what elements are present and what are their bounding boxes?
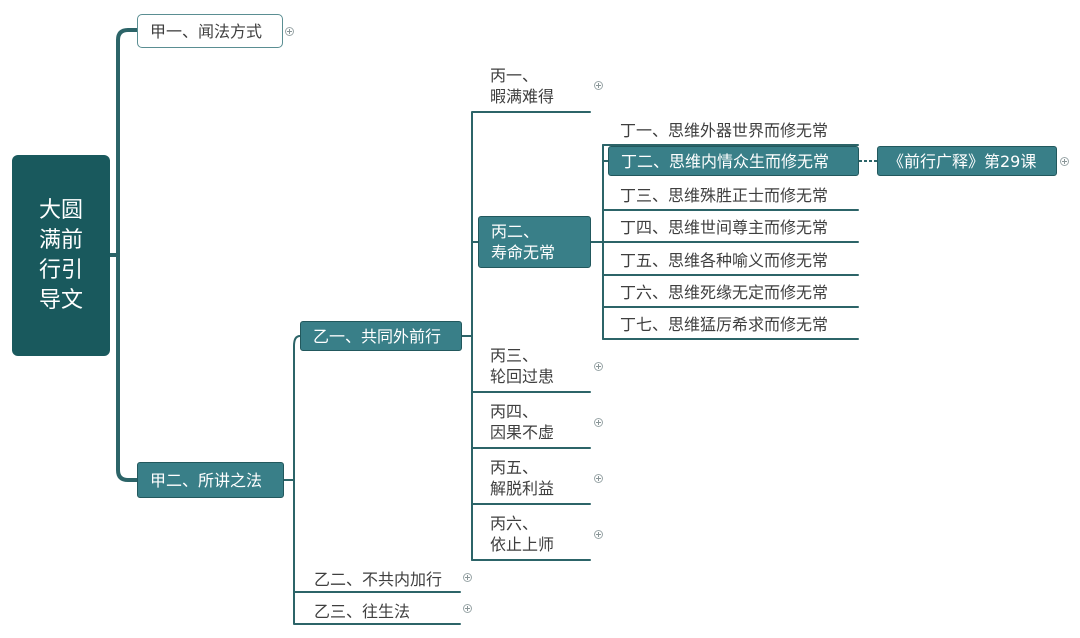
node-ding7-label: 丁七、思维猛厉希求而修无常 xyxy=(620,314,829,334)
node-bing4-label: 丙四、 因果不虚 xyxy=(490,402,555,442)
node-ding4-label: 丁四、思维世间尊主而修无常 xyxy=(620,217,829,237)
node-bing2-label: 丙二、 寿命无常 xyxy=(491,222,556,262)
node-yi3-label: 乙三、往生法 xyxy=(314,601,411,621)
node-yi2[interactable]: 乙二、不共内加行 xyxy=(306,566,458,592)
node-ding4[interactable]: 丁四、思维世间尊主而修无常 xyxy=(612,214,857,240)
node-jia2-label: 甲二、所讲之法 xyxy=(150,470,263,490)
root-node[interactable]: 大圆满前行引导文 xyxy=(12,155,110,356)
node-bing1[interactable]: 丙一、 暇满难得 xyxy=(482,63,582,109)
node-yi2-label: 乙二、不共内加行 xyxy=(314,569,443,589)
node-ding3-label: 丁三、思维殊胜正士而修无常 xyxy=(620,185,829,205)
node-bing6[interactable]: 丙六、 依止上师 xyxy=(482,511,582,557)
connector-root-jia1 xyxy=(108,28,139,257)
plus-circle-icon[interactable] xyxy=(594,474,603,483)
root-label: 大圆满前行引导文 xyxy=(38,197,83,313)
node-bing1-label: 丙一、 暇满难得 xyxy=(490,66,555,106)
node-ding2[interactable]: 丁二、思维内情众生而修无常 xyxy=(608,146,859,176)
connector-root-jia2 xyxy=(116,253,139,482)
node-ding5-label: 丁五、思维各种喻义而修无常 xyxy=(620,250,829,270)
node-bing4[interactable]: 丙四、 因果不虚 xyxy=(482,399,582,445)
plus-circle-icon[interactable] xyxy=(594,418,603,427)
node-ding2-label: 丁二、思维内情众生而修无常 xyxy=(621,151,830,171)
plus-circle-icon[interactable] xyxy=(1060,157,1069,166)
node-jia2[interactable]: 甲二、所讲之法 xyxy=(137,462,284,498)
node-ding1[interactable]: 丁一、思维外器世界而修无常 xyxy=(612,117,857,143)
node-yi1-label: 乙一、共同外前行 xyxy=(313,326,442,346)
node-bing5-label: 丙五、 解脱利益 xyxy=(490,458,555,498)
node-bing5[interactable]: 丙五、 解脱利益 xyxy=(482,455,582,501)
connector-jia2-yi3 xyxy=(293,591,461,625)
plus-circle-icon[interactable] xyxy=(594,81,603,90)
node-reference-label: 《前行广释》第29课 xyxy=(888,151,1037,171)
node-yi1[interactable]: 乙一、共同外前行 xyxy=(300,321,462,351)
node-jia1[interactable]: 甲一、闻法方式 xyxy=(137,14,283,48)
node-ding1-label: 丁一、思维外器世界而修无常 xyxy=(620,120,829,140)
connector-yi1-bing1 xyxy=(471,111,591,337)
node-jia1-label: 甲一、闻法方式 xyxy=(150,21,263,41)
node-reference[interactable]: 《前行广释》第29课 xyxy=(877,146,1057,176)
node-ding6[interactable]: 丁六、思维死缘无定而修无常 xyxy=(612,279,857,305)
node-ding6-label: 丁六、思维死缘无定而修无常 xyxy=(620,282,829,302)
node-ding3[interactable]: 丁三、思维殊胜正士而修无常 xyxy=(612,182,857,208)
plus-circle-icon[interactable] xyxy=(594,362,603,371)
node-yi3[interactable]: 乙三、往生法 xyxy=(306,598,456,624)
plus-circle-icon[interactable] xyxy=(594,530,603,539)
plus-circle-icon[interactable] xyxy=(463,573,472,582)
plus-circle-icon[interactable] xyxy=(285,27,294,36)
plus-circle-icon[interactable] xyxy=(463,604,472,613)
connector-jia2-yi1 xyxy=(283,335,301,481)
node-bing3[interactable]: 丙三、 轮回过患 xyxy=(482,343,582,389)
node-bing2[interactable]: 丙二、 寿命无常 xyxy=(478,216,591,268)
node-bing6-label: 丙六、 依止上师 xyxy=(490,514,555,554)
node-bing3-label: 丙三、 轮回过患 xyxy=(490,346,555,386)
node-ding7[interactable]: 丁七、思维猛厉希求而修无常 xyxy=(612,311,857,337)
node-ding5[interactable]: 丁五、思维各种喻义而修无常 xyxy=(612,247,857,273)
